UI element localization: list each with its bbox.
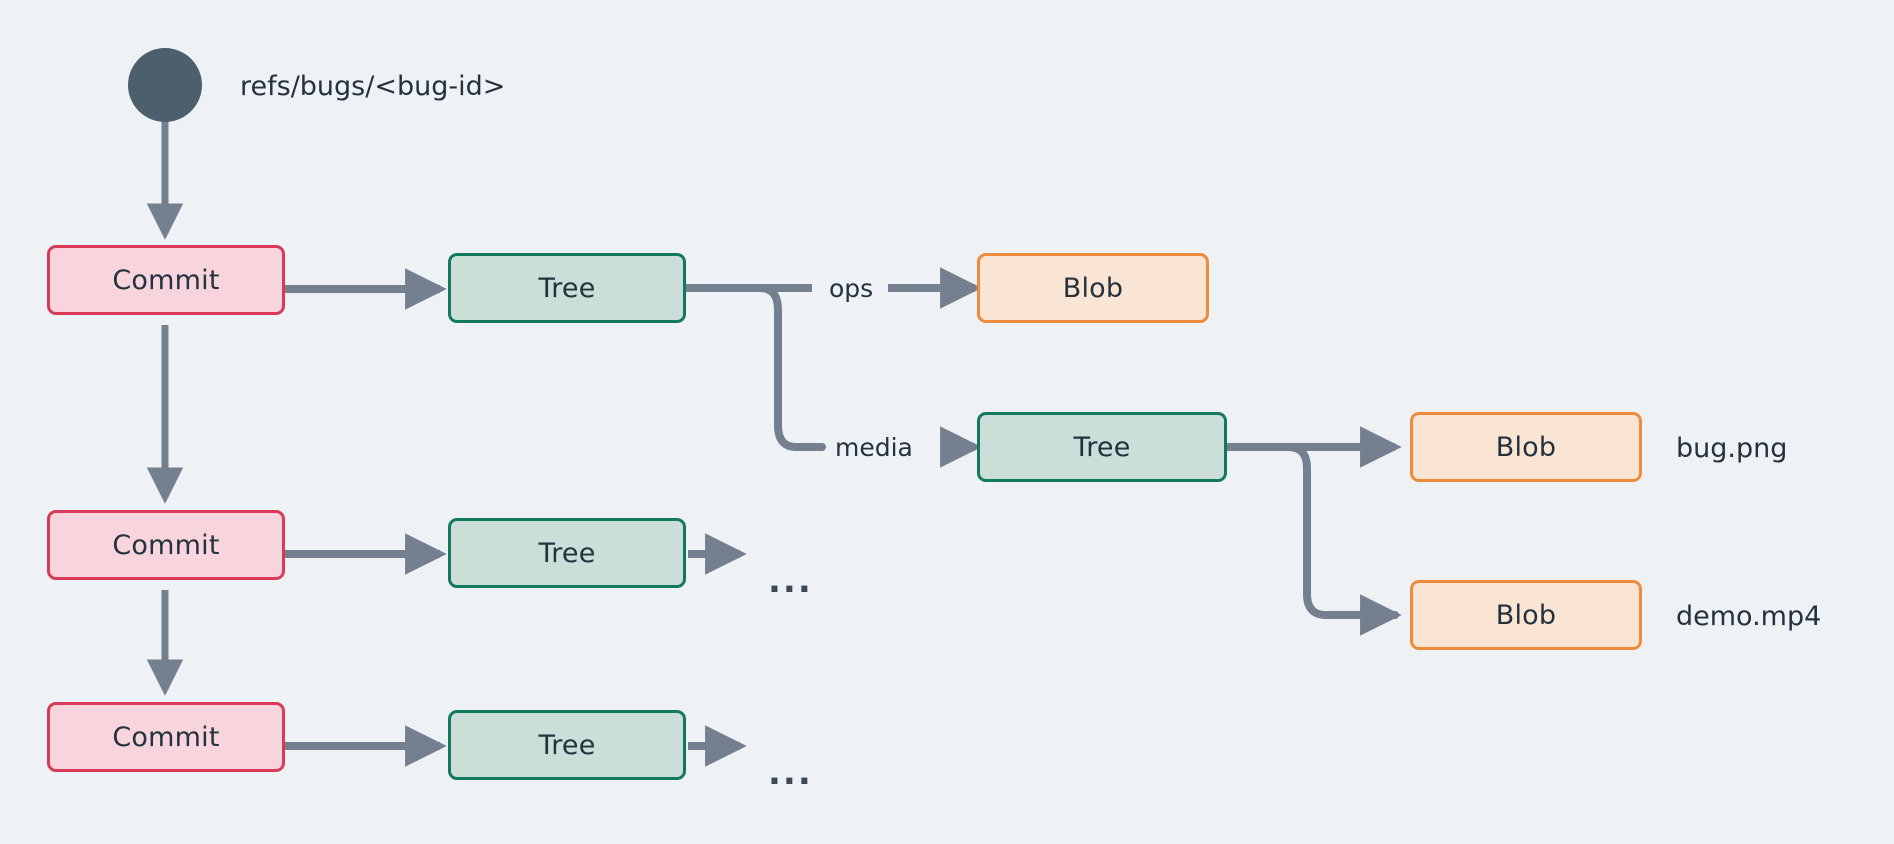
node-tree-media[interactable]: Tree — [977, 412, 1227, 482]
edge-tree1-to-media — [682, 284, 826, 451]
ellipsis-row-2: ... — [768, 561, 813, 601]
file-label-bug-png: bug.png — [1676, 433, 1788, 464]
ref-pointer-dot[interactable] — [128, 48, 202, 122]
ref-label: refs/bugs/<bug-id> — [240, 71, 506, 102]
node-tree-2[interactable]: Tree — [448, 518, 686, 588]
edge-label-media: media — [832, 435, 916, 460]
node-commit-3[interactable]: Commit — [47, 702, 285, 772]
node-label: Blob — [1062, 272, 1124, 304]
node-tree-1[interactable]: Tree — [448, 253, 686, 323]
node-label: Blob — [1495, 599, 1557, 631]
node-commit-1[interactable]: Commit — [47, 245, 285, 315]
edge-label-ops: ops — [826, 276, 877, 301]
node-label: Blob — [1495, 431, 1557, 463]
node-label: Tree — [538, 729, 596, 761]
node-label: Commit — [112, 721, 220, 753]
node-tree-3[interactable]: Tree — [448, 710, 686, 780]
edge-treemedia-to-blobdemo — [1223, 443, 1402, 636]
node-blob-ops[interactable]: Blob — [977, 253, 1209, 323]
node-blob-bug-png[interactable]: Blob — [1410, 412, 1642, 482]
node-label: Commit — [112, 529, 220, 561]
ellipsis-row-3: ... — [768, 753, 813, 793]
node-label: Tree — [1073, 431, 1131, 463]
node-label: Tree — [538, 537, 596, 569]
node-blob-demo-mp4[interactable]: Blob — [1410, 580, 1642, 650]
file-label-demo-mp4: demo.mp4 — [1676, 601, 1822, 632]
node-label: Tree — [538, 272, 596, 304]
node-label: Commit — [112, 264, 220, 296]
node-commit-2[interactable]: Commit — [47, 510, 285, 580]
